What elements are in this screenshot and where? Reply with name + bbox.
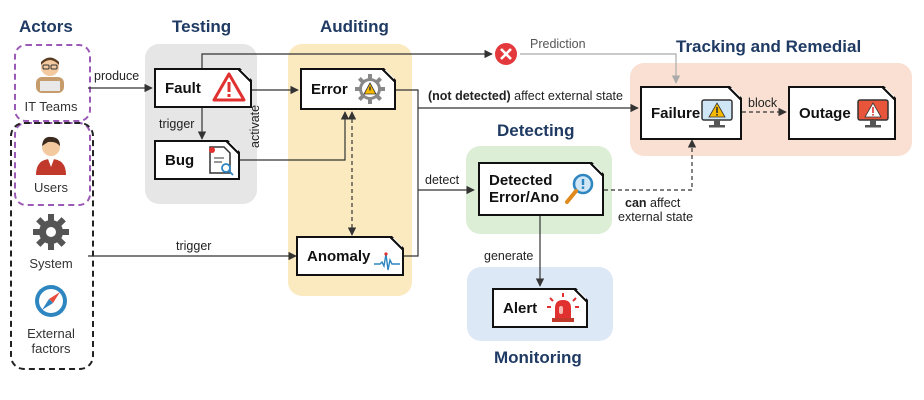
anomaly-signal-icon [374, 252, 400, 271]
user-person-icon [36, 136, 66, 175]
it-team-person-icon [36, 57, 64, 93]
failure-monitor-warning-icon [701, 99, 733, 128]
produce-label: produce [94, 69, 140, 83]
actors-title: Actors [19, 17, 73, 36]
generate-label: generate [484, 249, 534, 263]
system-gear-icon [33, 214, 69, 250]
activate-label: activate [248, 104, 262, 148]
magnifier-icon [565, 173, 594, 204]
external-factors-label: External factors [13, 326, 89, 356]
external-factors-line2: factors [31, 341, 71, 356]
siren-icon [547, 293, 579, 322]
detected-label: Detected Error/Ano [489, 172, 559, 206]
auditing-title: Auditing [320, 17, 389, 36]
trigger-fault-bug-label: trigger [159, 117, 195, 131]
outage-label: Outage [799, 104, 851, 122]
outage-node: Outage [788, 86, 896, 140]
failure-node: Failure [640, 86, 742, 140]
alert-label: Alert [503, 299, 538, 317]
external-factors-line1: External [27, 326, 75, 341]
anomaly-node: Anomaly [296, 236, 404, 276]
prediction-label: Prediction [530, 37, 586, 51]
detect-label: detect [425, 173, 460, 187]
tracking-title: Tracking and Remedial [676, 37, 862, 56]
error-gear-warning-icon [355, 74, 385, 104]
testing-title: Testing [172, 17, 232, 36]
monitoring-title: Monitoring [494, 348, 582, 367]
it-teams-group [14, 44, 91, 122]
it-teams-label: IT Teams [24, 99, 78, 114]
anomaly-label: Anomaly [307, 247, 371, 265]
bug-node: Bug [154, 140, 240, 180]
error-node: Error [300, 68, 396, 110]
users-label: Users [34, 180, 68, 195]
alert-node: Alert [492, 288, 588, 328]
error-label: Error [311, 80, 348, 98]
bug-document-icon [209, 146, 234, 176]
not-detected-label: (not detected) [428, 89, 511, 103]
failure-label: Failure [651, 104, 701, 122]
fault-node: Fault [154, 68, 252, 108]
not-detected-affect-label: (not detected) affect external state [428, 89, 623, 103]
actors-outer-group [10, 122, 94, 370]
trigger-system-anomaly-label: trigger [176, 239, 212, 253]
external-state-label: external state [618, 210, 694, 224]
external-compass-icon [35, 285, 67, 317]
bug-label: Bug [165, 151, 195, 169]
system-label: System [29, 256, 73, 271]
fault-warning-icon [212, 72, 246, 102]
block-label: block [748, 96, 778, 110]
detected-line1: Detected [489, 172, 553, 189]
affect-external-state-label: affect external state [510, 89, 623, 103]
can-affect-text: affect [646, 196, 681, 210]
can-label: can [625, 196, 647, 210]
detecting-title: Detecting [497, 121, 575, 140]
fault-label: Fault [165, 79, 201, 97]
outage-monitor-error-icon [857, 99, 889, 128]
detected-node: Detected Error/Ano [478, 162, 604, 216]
prediction-x-mark [500, 48, 512, 60]
can-affect-label: can affect [625, 196, 680, 210]
detected-line2: Error/Ano [489, 189, 560, 206]
